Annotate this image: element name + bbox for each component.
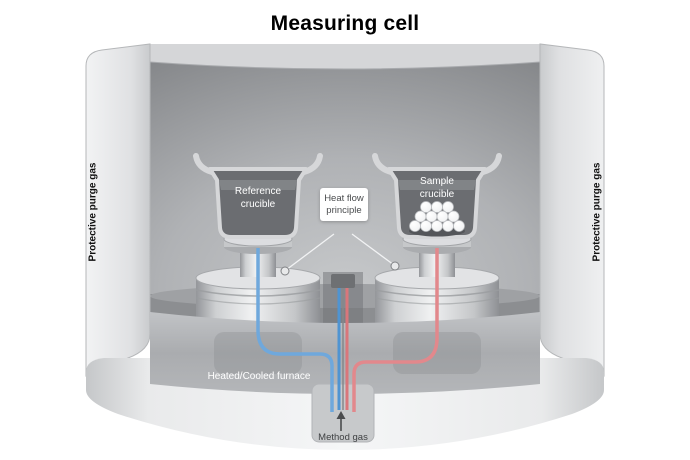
diagram-title: Measuring cell <box>270 12 420 35</box>
chamber-top-rim <box>150 44 540 69</box>
left-recess-shadow <box>214 332 302 374</box>
method-gas-label: Method gas <box>318 432 368 443</box>
furnace-front-band <box>150 312 540 394</box>
reference-crucible-label: Reference crucible <box>234 186 282 210</box>
right-purge-gas-label: Protective purge gas <box>591 162 603 262</box>
method-gas-arrow-icon <box>336 411 346 431</box>
furnace-label: Heated/Cooled furnace <box>207 371 311 382</box>
heat-flow-principle-label: Heat flow principle <box>320 188 368 221</box>
sample-sensor-point <box>390 261 400 271</box>
heat-flow-pointers <box>280 233 400 276</box>
sample-beads <box>409 201 465 237</box>
cold-gas-tube <box>256 248 334 412</box>
left-purge-gas-label: Protective purge gas <box>87 162 99 262</box>
sample-crucible-label: Sample crucible <box>419 176 455 200</box>
chamber-rim-edge <box>149 61 541 70</box>
sensor-junction <box>331 274 355 288</box>
gas-tubes <box>256 248 439 412</box>
hot-gas-tube <box>352 248 439 412</box>
reference-sensor-point <box>280 266 290 276</box>
